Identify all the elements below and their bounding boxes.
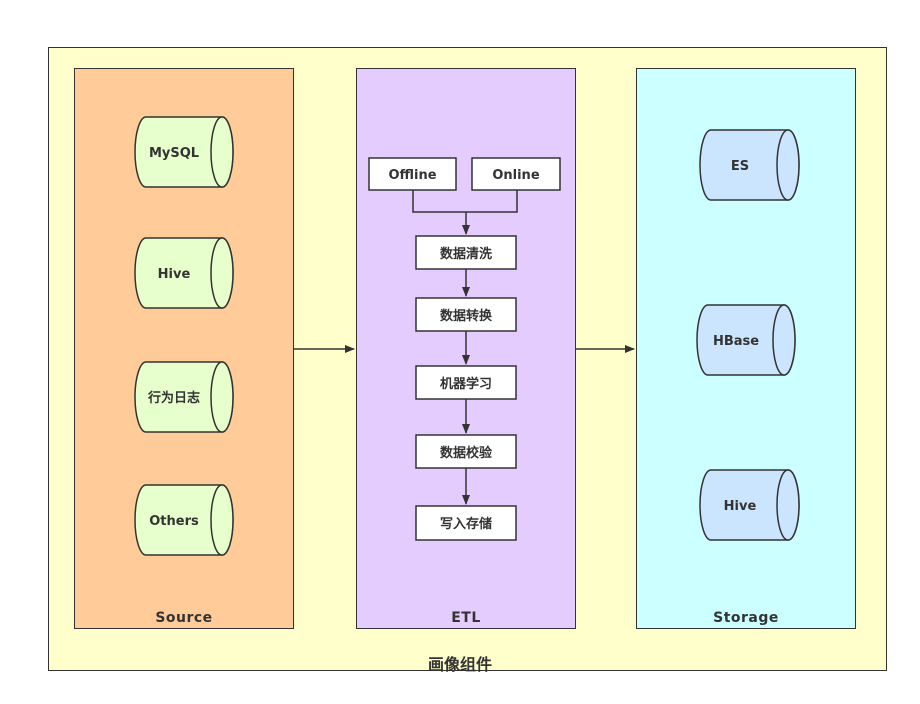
source-panel-label: Source — [155, 610, 213, 626]
storage-panel: Storage — [636, 68, 856, 629]
source-panel: Source — [74, 68, 294, 629]
etl-panel: ETL — [356, 68, 576, 629]
storage-panel-label: Storage — [713, 610, 779, 626]
outer-title: 画像组件 — [427, 655, 492, 674]
etl-panel-label: ETL — [451, 610, 481, 626]
